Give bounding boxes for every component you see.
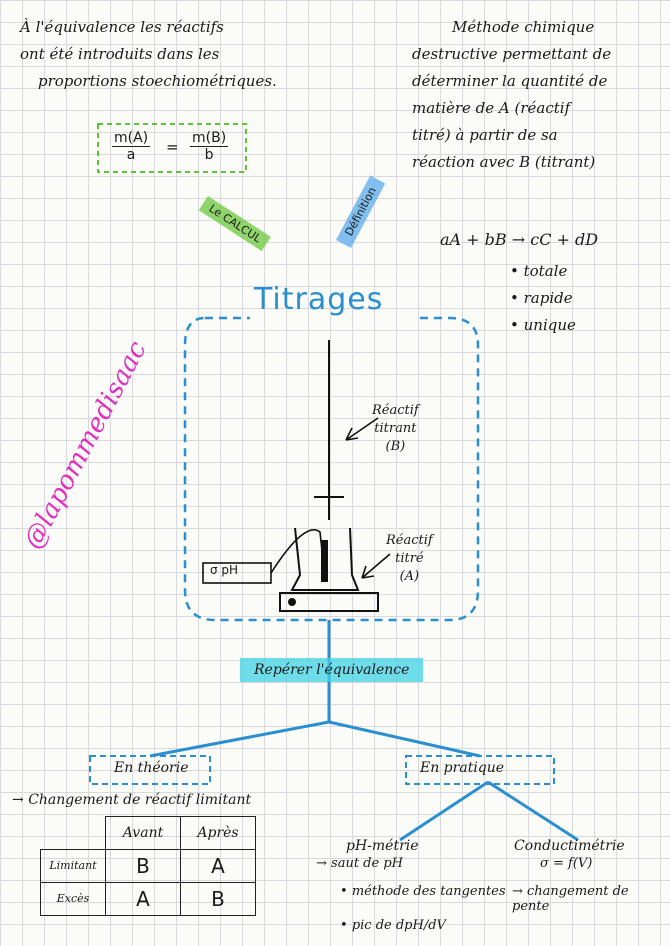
formula-equals: =	[166, 138, 179, 156]
reperer-label: Repérer l'équivalence	[240, 658, 424, 682]
table-row-label: Excès	[40, 881, 106, 916]
reaction-properties: totale rapide unique	[510, 258, 576, 339]
note-line: proportions stoechiométriques.	[38, 72, 277, 90]
table-row-label: Limitant	[40, 848, 106, 883]
conductimetrie-title: Conductimétrie	[514, 838, 625, 854]
pratique-label: En pratique	[420, 760, 505, 776]
ph-metrie-note: → saut de pH	[316, 856, 403, 871]
reactif-table: Avant Après Limitant B A Excès A B	[40, 816, 256, 916]
theorie-label: En théorie	[114, 760, 189, 776]
formula-frame	[97, 123, 247, 173]
magnetic-stirrer	[279, 592, 379, 612]
theorie-note: → Changement de réactif limitant	[12, 792, 252, 808]
apparatus-frame	[183, 316, 480, 622]
titre-label: Réactif titré (A)	[386, 533, 433, 584]
titrant-label: Réactif titrant (B)	[372, 403, 419, 454]
note-line: À l'équivalence les réactifs	[20, 18, 224, 36]
note-line: ont été introduits dans les	[20, 45, 220, 63]
formula-rhs: m(B) b	[190, 130, 229, 163]
reaction-equation: aA + bB → cC + dD	[440, 230, 599, 249]
table-cell: A	[180, 848, 256, 883]
definition-text: Méthode chimique destructive permettant …	[412, 18, 612, 171]
conductimetrie-note: → changement de pente	[512, 884, 629, 914]
ph-metrie-item: • méthode des tangentes	[340, 884, 506, 899]
ph-metrie-title: pH-métrie	[346, 838, 419, 854]
table-header: Après	[180, 816, 256, 850]
formula-lhs: m(A) a	[112, 130, 151, 163]
page-title: Titrages	[254, 282, 384, 317]
ph-metrie-item: • pic de dpH/dV	[340, 918, 446, 933]
table-header: Avant	[105, 816, 181, 850]
meter-label: σ pH	[210, 563, 239, 577]
table-cell: B	[105, 848, 181, 883]
equivalence-note: À l'équivalence les réactifs ont été int…	[20, 14, 277, 95]
table-cell: A	[105, 881, 181, 916]
conductimetrie-formula: σ = f(V)	[540, 856, 593, 871]
beaker	[290, 527, 360, 591]
table-cell: B	[180, 881, 256, 916]
